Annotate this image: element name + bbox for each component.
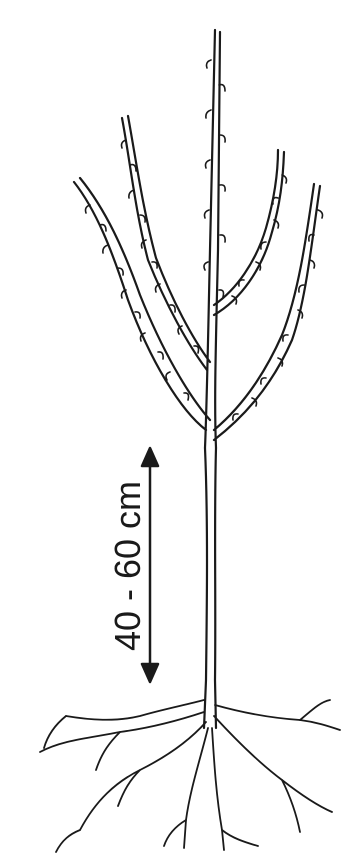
branch-mid-left <box>122 116 210 370</box>
central-leader <box>205 30 220 448</box>
tree-drawing <box>40 30 340 852</box>
height-measurement-label: 40 - 60 cm <box>108 446 148 686</box>
roots <box>40 700 340 852</box>
trunk <box>204 448 216 728</box>
branch-mid-right <box>214 150 284 315</box>
